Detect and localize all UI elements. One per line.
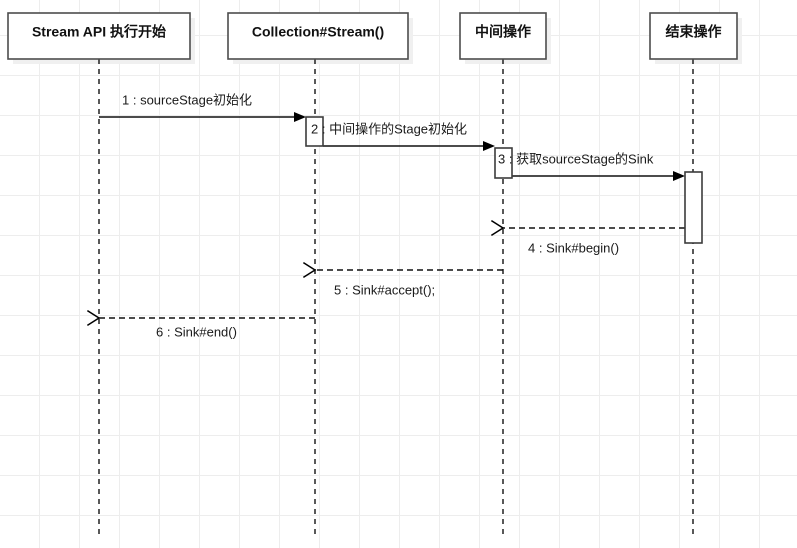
message-label-5: 5 : Sink#accept(); (334, 282, 435, 297)
message-arrowhead-2 (483, 141, 495, 151)
message-label-3: 3 : 获取sourceStage的Sink (498, 151, 654, 166)
participant-label-p1: Stream API 执行开始 (32, 24, 166, 40)
message-arrowhead-3 (673, 171, 685, 181)
message-label-1: 1 : sourceStage初始化 (122, 92, 252, 107)
message-label-6: 6 : Sink#end() (156, 324, 237, 339)
message-arrowhead-6 (86, 309, 101, 327)
participant-label-p3: 中间操作 (475, 24, 531, 40)
message-label-layer: 1 : sourceStage初始化 2 : 中间操作的Stage初始化 3 : 获… (122, 92, 654, 339)
activation-bar-p4[interactable] (684, 171, 703, 244)
participant-label-p4: 结束操作 (666, 24, 722, 40)
activation-bar-p3[interactable] (494, 147, 513, 179)
participant-box-p2[interactable] (227, 12, 409, 60)
message-label-2: 2 : 中间操作的Stage初始化 (311, 121, 467, 136)
message-arrowhead-1 (294, 112, 306, 122)
activation-layer (305, 116, 703, 244)
participant-box-p1[interactable] (7, 12, 191, 60)
participant-layer: Stream API 执行开始 Collection#Stream() 中间操作 结束… (7, 12, 738, 60)
message-arrowhead-4 (490, 219, 505, 237)
message-arrowhead-5 (302, 261, 317, 279)
activation-bar-p2[interactable] (305, 116, 324, 147)
participant-label-p2: Collection#Stream() (252, 24, 384, 40)
message-layer (86, 112, 685, 327)
participant-box-p3[interactable] (459, 12, 547, 60)
message-label-4: 4 : Sink#begin() (528, 240, 619, 255)
participant-box-p4[interactable] (649, 12, 738, 60)
